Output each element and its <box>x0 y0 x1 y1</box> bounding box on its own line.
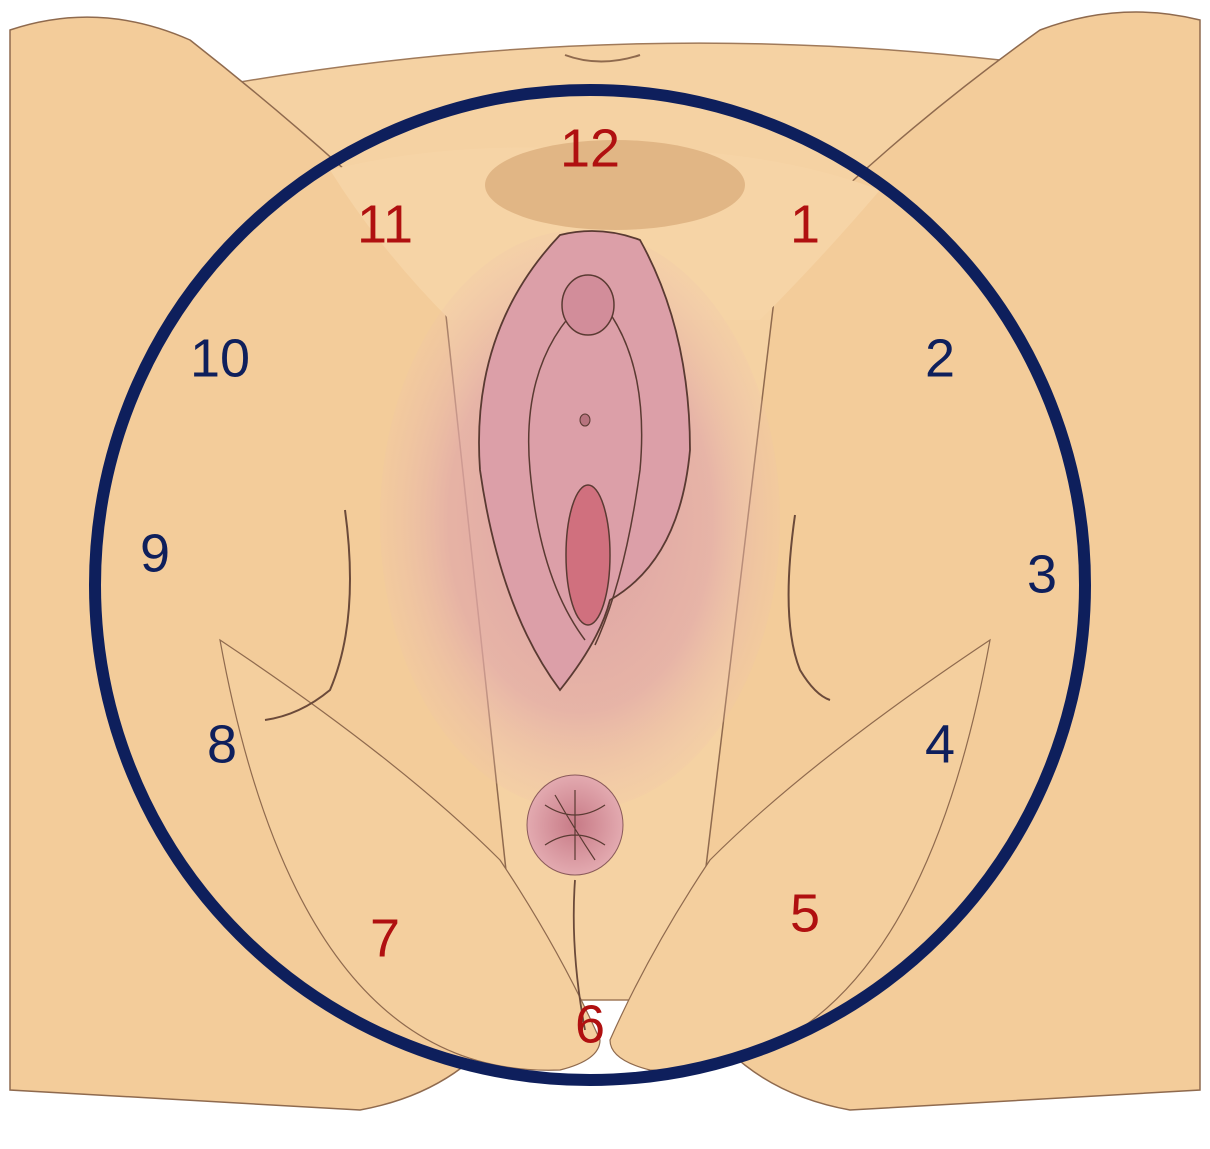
clock-number-4: 4 <box>925 714 955 774</box>
clock-number-2: 2 <box>925 328 955 388</box>
urethral-opening <box>580 414 590 426</box>
clock-number-7: 7 <box>370 908 400 968</box>
clock-number-8: 8 <box>207 714 237 774</box>
clock-number-11: 11 <box>357 194 413 254</box>
clock-number-12: 12 <box>560 118 620 178</box>
clock-number-10: 10 <box>190 328 250 388</box>
clock-number-9: 9 <box>140 523 170 583</box>
vaginal-opening <box>566 485 610 625</box>
clock-number-3: 3 <box>1027 544 1057 604</box>
clitoral-hood <box>562 275 614 335</box>
clock-number-5: 5 <box>790 883 820 943</box>
clock-number-1: 1 <box>790 194 820 254</box>
clock-number-6: 6 <box>575 994 605 1054</box>
